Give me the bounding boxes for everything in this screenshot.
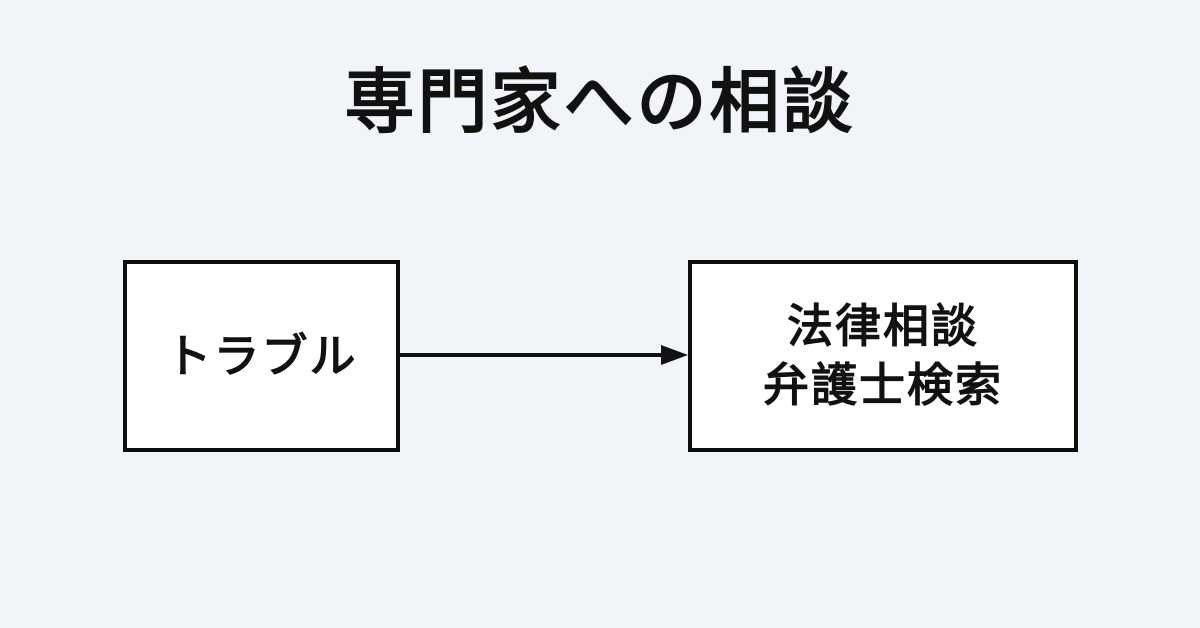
page-title: 専門家への相談 bbox=[344, 63, 856, 141]
flow-arrow bbox=[398, 345, 688, 365]
node-legal-label-line2: 弁護士検索 bbox=[763, 359, 1003, 411]
node-trouble: トラブル bbox=[123, 260, 400, 452]
node-trouble-label: トラブル bbox=[165, 329, 358, 382]
node-legal-label-line1: 法律相談 bbox=[787, 300, 979, 353]
node-legal-consultation: 法律相談 弁護士検索 bbox=[688, 260, 1078, 452]
